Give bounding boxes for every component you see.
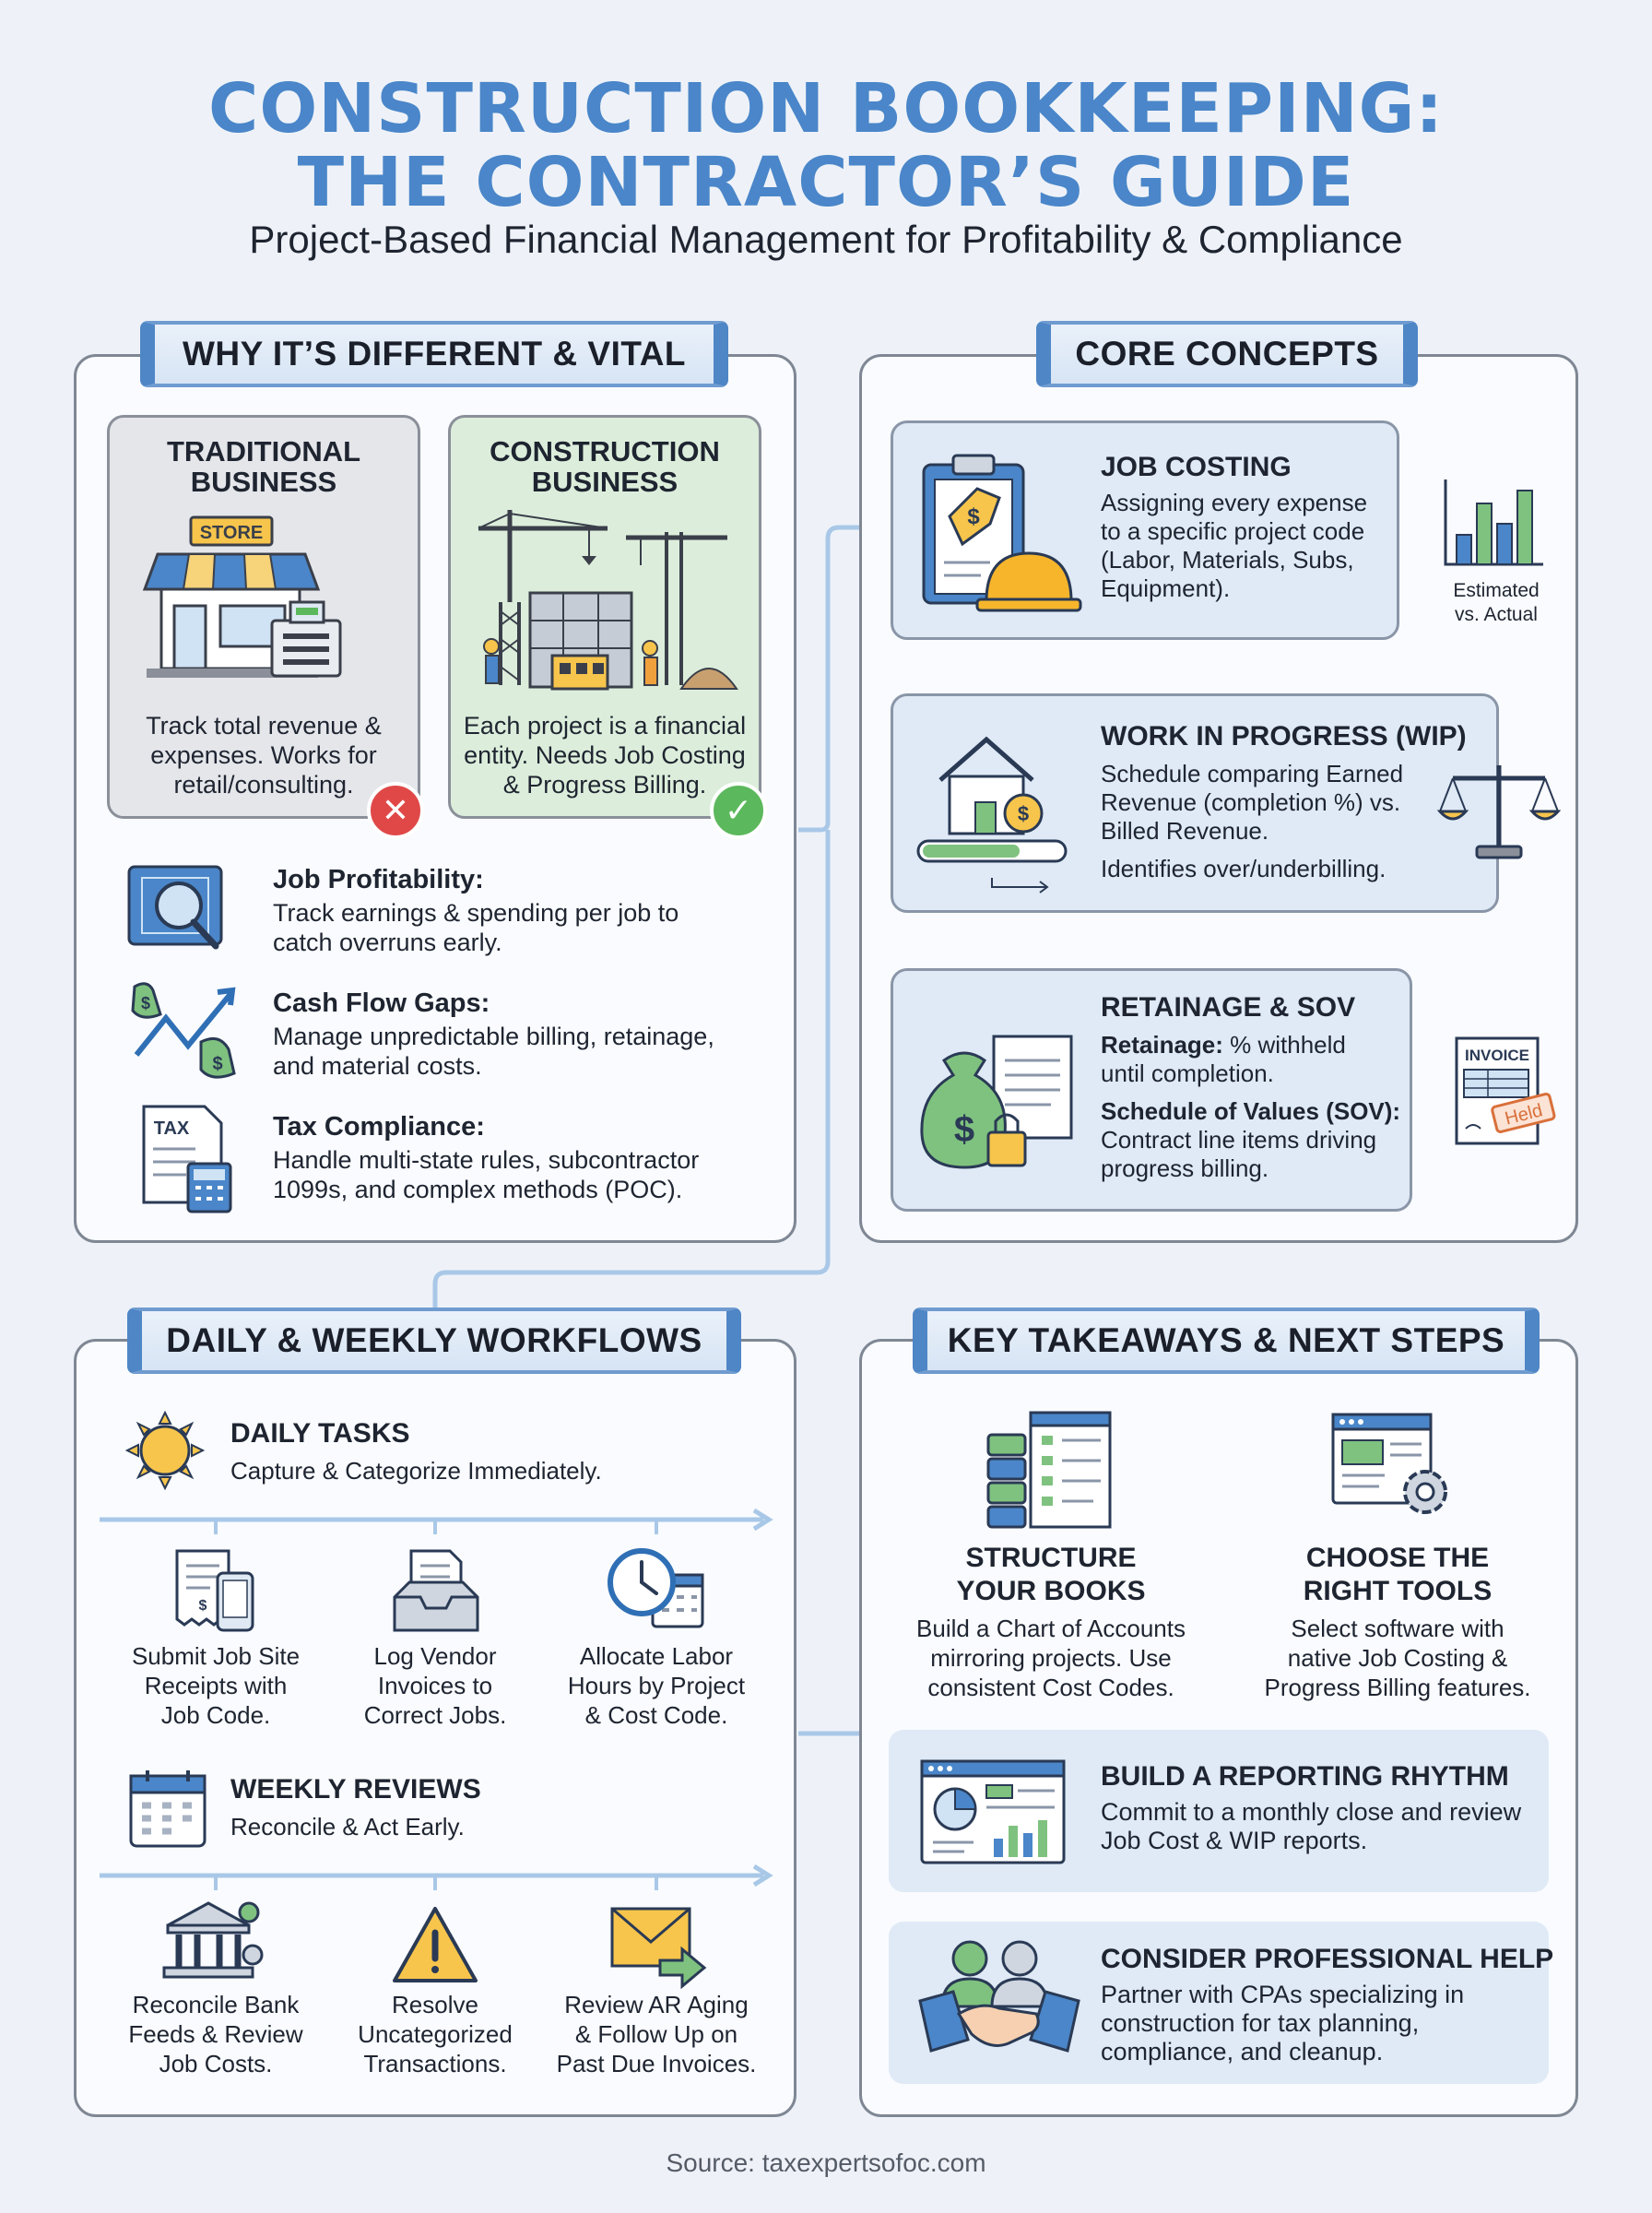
- page-title: CONSTRUCTION BOOKKEEPING: THE CONTRACTOR…: [0, 72, 1652, 219]
- money-bag-lock-icon: $: [920, 1035, 1073, 1169]
- page-subtitle: Project-Based Financial Management for P…: [249, 218, 1403, 261]
- svg-text:$: $: [212, 1054, 222, 1074]
- handshake-icon: [918, 1940, 1080, 2053]
- daily-item-receipts: Submit Job Site Receipts with Job Code.: [131, 1642, 301, 1729]
- svg-text:$: $: [1018, 802, 1029, 825]
- weekly-item-uncategorized: Resolve Uncategorized Transactions.: [358, 1991, 513, 2077]
- traditional-title: TRADITIONAL BUSINESS: [166, 435, 361, 498]
- weekly-reviews-text: Reconcile & Act Early.: [230, 1813, 465, 1840]
- x-badge-icon: ✕: [367, 782, 424, 839]
- daily-tasks-text: Capture & Categorize Immediately.: [230, 1457, 602, 1485]
- sun-icon: [124, 1410, 206, 1491]
- cash-flow-icon: $ $: [131, 982, 236, 1079]
- job-profitability-text: Track earnings & spending per job to cat…: [273, 899, 679, 956]
- tax-compliance-text: Handle multi-state rules, subcontractor …: [273, 1146, 700, 1203]
- daily-tasks-title: DAILY TASKS: [230, 1418, 410, 1449]
- calendar-icon: [129, 1770, 206, 1848]
- retainage-title: RETAINAGE & SOV: [1101, 992, 1356, 1023]
- source-footer: Source: taxexpertsofoc.com: [666, 2148, 986, 2177]
- traditional-text: Track total revenue & expenses. Works fo…: [146, 712, 382, 799]
- job-costing-text: Assigning every expense to a specific pr…: [1101, 489, 1368, 602]
- workflows-tab: DAILY & WEEKLY WORKFLOWS: [127, 1308, 741, 1374]
- tax-compliance-title: Tax Compliance:: [273, 1112, 485, 1142]
- wip-text: Schedule comparing Earned Revenue (compl…: [1101, 760, 1404, 882]
- svg-text:$: $: [954, 1109, 974, 1150]
- wip-progress-fill: [923, 845, 1020, 858]
- construction-site-icon: [478, 510, 738, 691]
- blueprint-magnifier-icon: [127, 865, 223, 950]
- daily-timeline: [100, 1508, 773, 1534]
- structure-books-title: STRUCTURE YOUR BOOKS: [956, 1543, 1146, 1606]
- estimated-vs-actual-caption: Estimated vs. Actual: [1453, 580, 1540, 625]
- why-tab: WHY IT’S DIFFERENT & VITAL: [140, 321, 728, 387]
- reporting-rhythm-text: Commit to a monthly close and review Job…: [1101, 1798, 1522, 1854]
- receipt-phone-icon: $: [175, 1549, 254, 1632]
- right-tools-text: Select software with native Job Costing …: [1264, 1615, 1531, 1701]
- daily-item-invoices: Log Vendor Invoices to Correct Jobs.: [363, 1642, 507, 1729]
- svg-text:$: $: [199, 1598, 207, 1614]
- weekly-timeline: [100, 1864, 773, 1890]
- store-icon: STORE: [142, 515, 342, 678]
- check-badge-icon: ✓: [710, 782, 767, 839]
- title-line-2: THE CONTRACTOR’S GUIDE: [297, 143, 1355, 222]
- job-profitability-title: Job Profitability:: [273, 865, 484, 894]
- construction-text: Each project is a financial entity. Need…: [463, 712, 747, 799]
- envelope-arrow-icon: [610, 1907, 707, 1990]
- weekly-item-bank: Reconcile Bank Feeds & Review Job Costs.: [128, 1991, 303, 2077]
- wip-title: WORK IN PROGRESS (WIP): [1101, 721, 1467, 751]
- svg-text:$: $: [967, 504, 980, 529]
- professional-help-title: CONSIDER PROFESSIONAL HELP: [1101, 1944, 1554, 1974]
- store-sign-text: STORE: [200, 523, 264, 543]
- title-line-1: CONSTRUCTION BOOKKEEPING:: [208, 69, 1444, 148]
- cash-flow-text: Manage unpredictable billing, retainage,…: [273, 1023, 714, 1080]
- retainage-text: Retainage: % withheld until completion. …: [1101, 1031, 1401, 1182]
- cash-flow-title: Cash Flow Gaps:: [273, 988, 490, 1018]
- takeaways-tab: KEY TAKEAWAYS & NEXT STEPS: [913, 1308, 1540, 1374]
- professional-help-text: Partner with CPAs specializing in constr…: [1101, 1981, 1465, 2065]
- house-progress-icon: $: [916, 736, 1068, 893]
- tax-document-icon: TAX: [142, 1105, 232, 1213]
- tax-label: TAX: [154, 1118, 190, 1139]
- warning-icon: [393, 1907, 478, 1982]
- workflows-panel: [74, 1339, 796, 2117]
- weekly-reviews-title: WEEKLY REVIEWS: [230, 1774, 481, 1805]
- job-costing-title: JOB COSTING: [1101, 452, 1292, 482]
- bank-gear-icon: [162, 1901, 264, 1979]
- software-gear-icon: [1331, 1413, 1447, 1514]
- weekly-item-ar-aging: Review AR Aging & Follow Up on Past Due …: [556, 1991, 757, 2077]
- bar-chart-icon: [1444, 479, 1543, 566]
- dashboard-icon: [920, 1759, 1066, 1864]
- traditional-business-card: TRADITIONAL BUSINESS STORE Track total r…: [107, 415, 420, 819]
- scales-icon: [1436, 765, 1562, 859]
- chart-of-accounts-icon: [986, 1411, 1112, 1529]
- reporting-rhythm-title: BUILD A REPORTING RHYTHM: [1101, 1761, 1509, 1792]
- clipboard-hardhat-icon: $: [922, 454, 1082, 612]
- invoice-label: INVOICE: [1465, 1047, 1529, 1064]
- right-tools-title: CHOOSE THE RIGHT TOOLS: [1303, 1543, 1493, 1606]
- daily-item-labor: Allocate Labor Hours by Project & Cost C…: [567, 1642, 746, 1729]
- construction-title: CONSTRUCTION BUSINESS: [490, 435, 720, 498]
- invoice-held-icon: INVOICE Held: [1455, 1036, 1556, 1145]
- inbox-tray-icon: [393, 1549, 479, 1632]
- construction-business-card: CONSTRUCTION BUSINESS Each project is a …: [448, 415, 761, 819]
- core-tab: CORE CONCEPTS: [1036, 321, 1418, 387]
- svg-text:$: $: [141, 994, 150, 1012]
- clock-calendar-icon: [608, 1548, 704, 1628]
- structure-books-text: Build a Chart of Accounts mirroring proj…: [916, 1615, 1186, 1701]
